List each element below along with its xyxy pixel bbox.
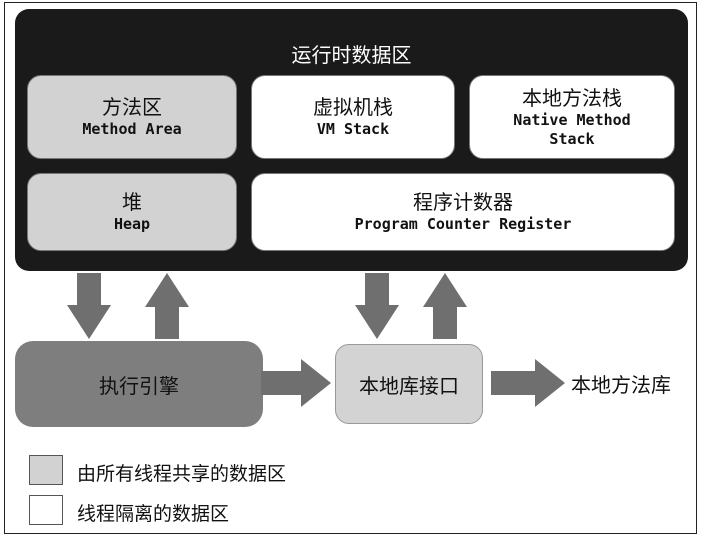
method-area-en: Method Area [82, 120, 182, 139]
program-counter-zh: 程序计数器 [413, 190, 513, 215]
arrow-down-icon [67, 273, 111, 339]
legend-shared-swatch [29, 455, 63, 485]
runtime-data-area: 运行时数据区 方法区 Method Area 虚拟机栈 VM Stack 本地方… [15, 9, 688, 271]
native-library-label: 本地方法库 [571, 373, 671, 397]
native-stack-zh: 本地方法栈 [522, 85, 622, 110]
native-stack-en-line2: Stack [549, 129, 595, 148]
legend-shared-label: 由所有线程共享的数据区 [77, 463, 287, 485]
heap-en: Heap [113, 215, 151, 234]
vm-stack-en: VM Stack [316, 120, 390, 139]
vm-stack-zh: 虚拟机栈 [313, 95, 393, 120]
heap-box: 堆 Heap [27, 173, 237, 251]
arrow-up-icon [145, 273, 189, 339]
arrow-right-icon [491, 359, 565, 407]
vm-stack-box: 虚拟机栈 VM Stack [251, 75, 455, 159]
program-counter-en: Program Counter Register [354, 215, 572, 234]
arrow-down-icon [355, 273, 399, 339]
native-interface-box: 本地库接口 [335, 344, 483, 424]
method-area-zh: 方法区 [102, 95, 162, 120]
method-area-box: 方法区 Method Area [27, 75, 237, 159]
native-method-stack-box: 本地方法栈 Native Method Stack [469, 75, 675, 159]
arrow-up-icon [423, 273, 467, 339]
legend-isolated-swatch [29, 495, 63, 525]
legend-isolated-label: 线程隔离的数据区 [77, 503, 230, 525]
program-counter-box: 程序计数器 Program Counter Register [251, 173, 675, 251]
arrow-right-icon [261, 359, 331, 407]
diagram-frame: 运行时数据区 方法区 Method Area 虚拟机栈 VM Stack 本地方… [4, 2, 697, 534]
native-stack-en-line1: Native Method [513, 110, 631, 129]
heap-zh: 堆 [122, 190, 142, 215]
runtime-title: 运行时数据区 [291, 43, 412, 67]
execution-engine-box: 执行引擎 [15, 341, 263, 427]
